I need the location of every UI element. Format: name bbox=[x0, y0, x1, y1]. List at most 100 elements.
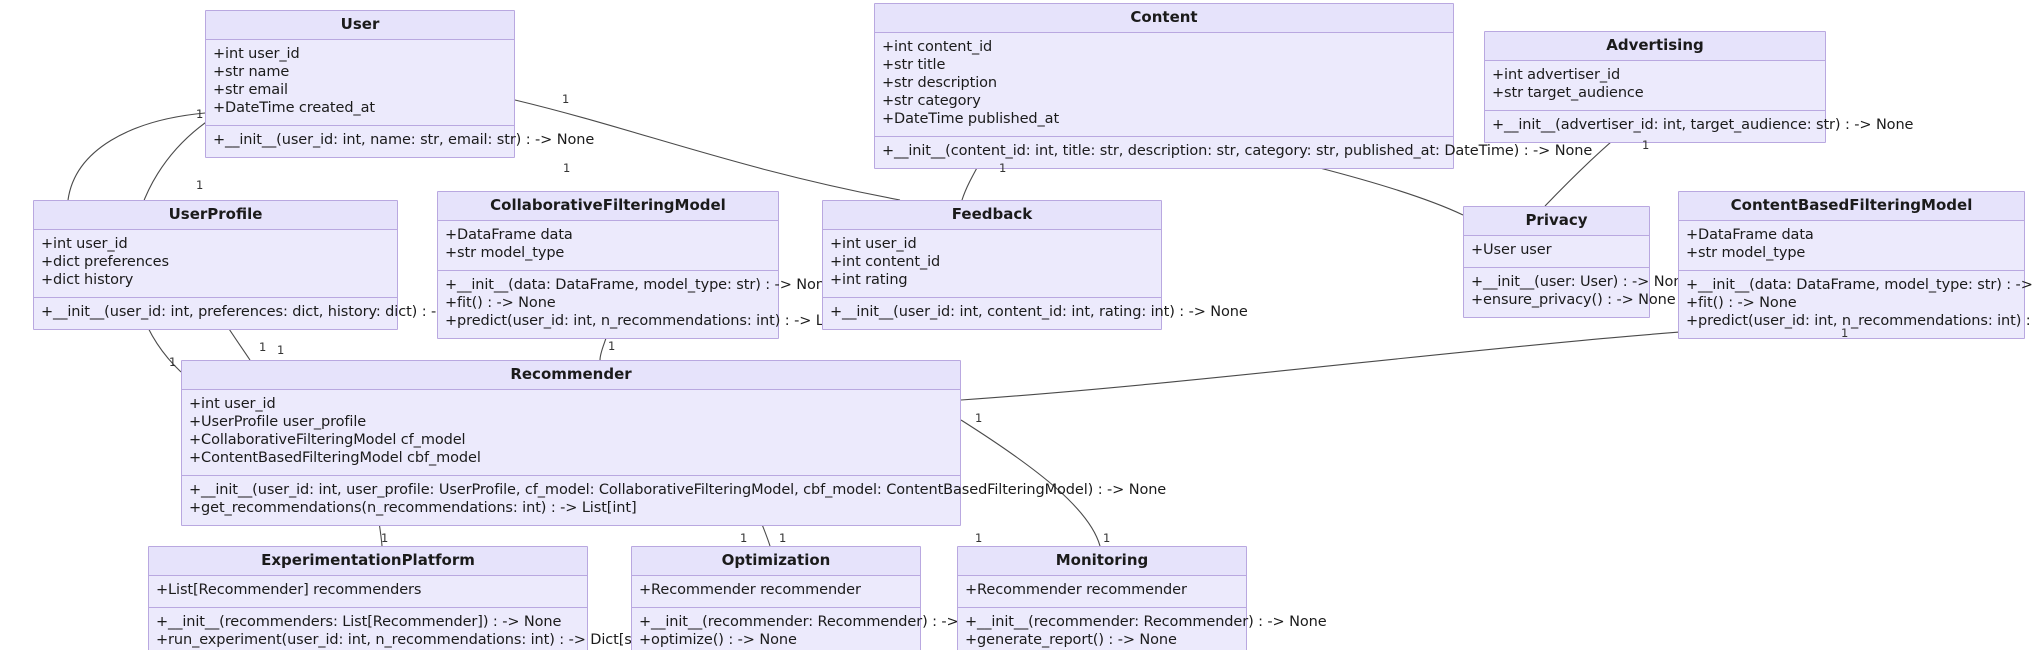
multiplicity-label: 1 bbox=[563, 161, 571, 175]
uml-attribute-row: +int rating bbox=[830, 272, 908, 289]
uml-attribute-row: +UserProfile user_profile bbox=[189, 414, 367, 431]
uml-class-title-optimization: Optimization bbox=[632, 547, 920, 577]
uml-method-row: +generate_report() : -> None bbox=[965, 632, 1177, 649]
uml-methods-userprofile: +__init__(user_id: int, preferences: dic… bbox=[34, 298, 491, 330]
uml-methods-monitoring: +__init__(recommender: Recommender) : ->… bbox=[958, 608, 1327, 650]
uml-attributes-recommender: +int user_id+UserProfile user_profile+Co… bbox=[182, 390, 960, 477]
uml-attribute-row: +int user_id bbox=[830, 236, 917, 253]
uml-methods-privacy: +__init__(user: User) : -> None+ensure_p… bbox=[1464, 268, 1692, 318]
uml-attribute-row: +str model_type bbox=[445, 245, 565, 262]
uml-class-recommender[interactable]: Recommender+int user_id+UserProfile user… bbox=[181, 360, 1166, 527]
uml-attribute-row: +DataFrame data bbox=[445, 227, 573, 244]
uml-method-row: +__init__(data: DataFrame, model_type: s… bbox=[445, 277, 834, 294]
uml-attribute-row: +dict history bbox=[41, 272, 134, 289]
multiplicity-label: 1 bbox=[779, 531, 787, 545]
uml-attribute-row: +dict preferences bbox=[41, 254, 169, 271]
uml-class-optimization[interactable]: Optimization+Recommender recommender+__i… bbox=[631, 546, 1001, 650]
uml-attribute-row: +ContentBasedFilteringModel cbf_model bbox=[189, 450, 481, 467]
relationship-edge-user-to-feedback bbox=[514, 99, 901, 201]
uml-method-row: +__init__(advertiser_id: int, target_aud… bbox=[1492, 117, 1914, 134]
uml-methods-content: +__init__(content_id: int, title: str, d… bbox=[875, 137, 1593, 169]
uml-method-row: +optimize() : -> None bbox=[639, 632, 797, 649]
multiplicity-label: 1 bbox=[196, 107, 204, 121]
multiplicity-label: 1 bbox=[999, 161, 1007, 175]
uml-method-row: +ensure_privacy() : -> None bbox=[1471, 292, 1676, 309]
uml-attribute-row: +DateTime created_at bbox=[213, 100, 375, 117]
uml-class-cfmodel[interactable]: CollaborativeFilteringModel+DataFrame da… bbox=[437, 191, 871, 340]
multiplicity-label: 1 bbox=[1841, 326, 1849, 340]
uml-attributes-monitoring: +Recommender recommender bbox=[958, 576, 1246, 609]
uml-method-row: +__init__(recommender: Recommender) : ->… bbox=[965, 614, 1327, 631]
uml-attribute-row: +str model_type bbox=[1686, 245, 1806, 262]
uml-attributes-privacy: +User user bbox=[1464, 236, 1649, 269]
uml-class-title-userprofile: UserProfile bbox=[34, 201, 397, 231]
uml-method-row: +__init__(user_id: int, preferences: dic… bbox=[41, 304, 491, 321]
uml-class-title-monitoring: Monitoring bbox=[958, 547, 1246, 577]
uml-method-row: +predict(user_id: int, n_recommendations… bbox=[445, 313, 871, 330]
uml-attribute-row: +CollaborativeFilteringModel cf_model bbox=[189, 432, 466, 449]
uml-attribute-row: +DataFrame data bbox=[1686, 227, 1814, 244]
uml-class-monitoring[interactable]: Monitoring +Recommender recommender +__ini… bbox=[957, 546, 1327, 650]
uml-attributes-user: +int user_id+str name+str email+DateTime… bbox=[206, 40, 514, 127]
uml-attribute-row: +str name bbox=[213, 64, 290, 81]
multiplicity-label: 1 bbox=[562, 92, 570, 106]
uml-attributes-cfmodel: +DataFrame data+str model_type bbox=[438, 221, 778, 272]
uml-attribute-row: +Recommender recommender bbox=[965, 582, 1187, 599]
uml-methods-user: +__init__(user_id: int, name: str, email… bbox=[206, 126, 595, 158]
uml-class-userprofile[interactable]: UserProfile+int user_id+dict preferences… bbox=[33, 200, 491, 331]
relationship-edge-user-to-userprofile bbox=[67, 112, 206, 201]
uml-attribute-row: +str description bbox=[882, 75, 997, 92]
uml-class-experimentationplatform[interactable]: ExperimentationPlatform +List[Recommender… bbox=[148, 546, 713, 650]
uml-attribute-row: +int content_id bbox=[882, 39, 993, 56]
uml-methods-recommender: +__init__(user_id: int, user_profile: Us… bbox=[182, 476, 1166, 526]
uml-attribute-row: +str email bbox=[213, 82, 288, 99]
uml-attributes-optimization: +Recommender recommender bbox=[632, 576, 920, 609]
uml-attribute-row: +List[Recommender] recommenders bbox=[156, 582, 422, 599]
uml-methods-experimentationplatform: +__init__(recommenders: List[Recommender… bbox=[149, 608, 713, 650]
uml-class-title-content: Content bbox=[875, 4, 1453, 34]
uml-method-row: +__init__(user: User) : -> None bbox=[1471, 274, 1692, 291]
uml-class-title-privacy: Privacy bbox=[1464, 207, 1649, 237]
multiplicity-label: 1 bbox=[381, 531, 389, 545]
uml-attribute-row: +int user_id bbox=[41, 236, 128, 253]
uml-attribute-row: +int user_id bbox=[213, 46, 300, 63]
uml-class-privacy[interactable]: Privacy +User user +__init__(user: User) :… bbox=[1463, 206, 1692, 319]
uml-attribute-row: +int user_id bbox=[189, 396, 276, 413]
uml-attribute-row: +str category bbox=[882, 93, 981, 110]
uml-attributes-cbfmodel: +DataFrame data+str model_type bbox=[1679, 221, 2024, 272]
uml-methods-cfmodel: +__init__(data: DataFrame, model_type: s… bbox=[438, 271, 871, 339]
uml-class-feedback[interactable]: Feedback+int user_id+int content_id+int … bbox=[822, 200, 1248, 331]
uml-method-row: +__init__(content_id: int, title: str, d… bbox=[882, 143, 1593, 160]
uml-methods-feedback: +__init__(user_id: int, content_id: int,… bbox=[823, 298, 1248, 330]
uml-method-row: +__init__(user_id: int, name: str, email… bbox=[213, 132, 595, 149]
uml-class-content[interactable]: Content+int content_id+str title+str des… bbox=[874, 3, 1593, 170]
uml-attribute-row: +int content_id bbox=[830, 254, 941, 271]
uml-class-user[interactable]: User+int user_id+str name+str email+Date… bbox=[205, 10, 595, 159]
uml-attribute-row: +User user bbox=[1471, 242, 1552, 259]
multiplicity-label: 1 bbox=[1103, 531, 1111, 545]
multiplicity-label: 1 bbox=[196, 178, 204, 192]
uml-class-title-experimentationplatform: ExperimentationPlatform bbox=[149, 547, 587, 577]
uml-class-title-user: User bbox=[206, 11, 514, 41]
uml-methods-advertising: +__init__(advertiser_id: int, target_aud… bbox=[1485, 111, 1914, 143]
multiplicity-label: 1 bbox=[259, 340, 267, 354]
uml-method-row: +fit() : -> None bbox=[1686, 295, 1797, 312]
uml-attributes-feedback: +int user_id+int content_id+int rating bbox=[823, 230, 1161, 299]
uml-class-title-recommender: Recommender bbox=[182, 361, 960, 391]
uml-class-title-advertising: Advertising bbox=[1485, 32, 1825, 62]
uml-method-row: +__init__(data: DataFrame, model_type: s… bbox=[1686, 277, 2032, 294]
uml-attributes-userprofile: +int user_id+dict preferences+dict histo… bbox=[34, 230, 397, 299]
uml-attribute-row: +DateTime published_at bbox=[882, 111, 1060, 128]
multiplicity-label: 1 bbox=[277, 343, 285, 357]
multiplicity-label: 1 bbox=[975, 411, 983, 425]
uml-class-advertising[interactable]: Advertising+int advertiser_id+str target… bbox=[1484, 31, 1914, 144]
uml-attributes-content: +int content_id+str title+str descriptio… bbox=[875, 33, 1453, 138]
uml-attribute-row: +str target_audience bbox=[1492, 85, 1644, 102]
multiplicity-label: 1 bbox=[740, 531, 748, 545]
uml-class-cbfmodel[interactable]: ContentBasedFilteringModel+DataFrame dat… bbox=[1678, 191, 2032, 340]
multiplicity-label: 1 bbox=[1642, 138, 1650, 152]
multiplicity-label: 1 bbox=[608, 339, 616, 353]
uml-method-row: +__init__(user_id: int, content_id: int,… bbox=[830, 304, 1248, 321]
uml-methods-cbfmodel: +__init__(data: DataFrame, model_type: s… bbox=[1679, 271, 2032, 339]
